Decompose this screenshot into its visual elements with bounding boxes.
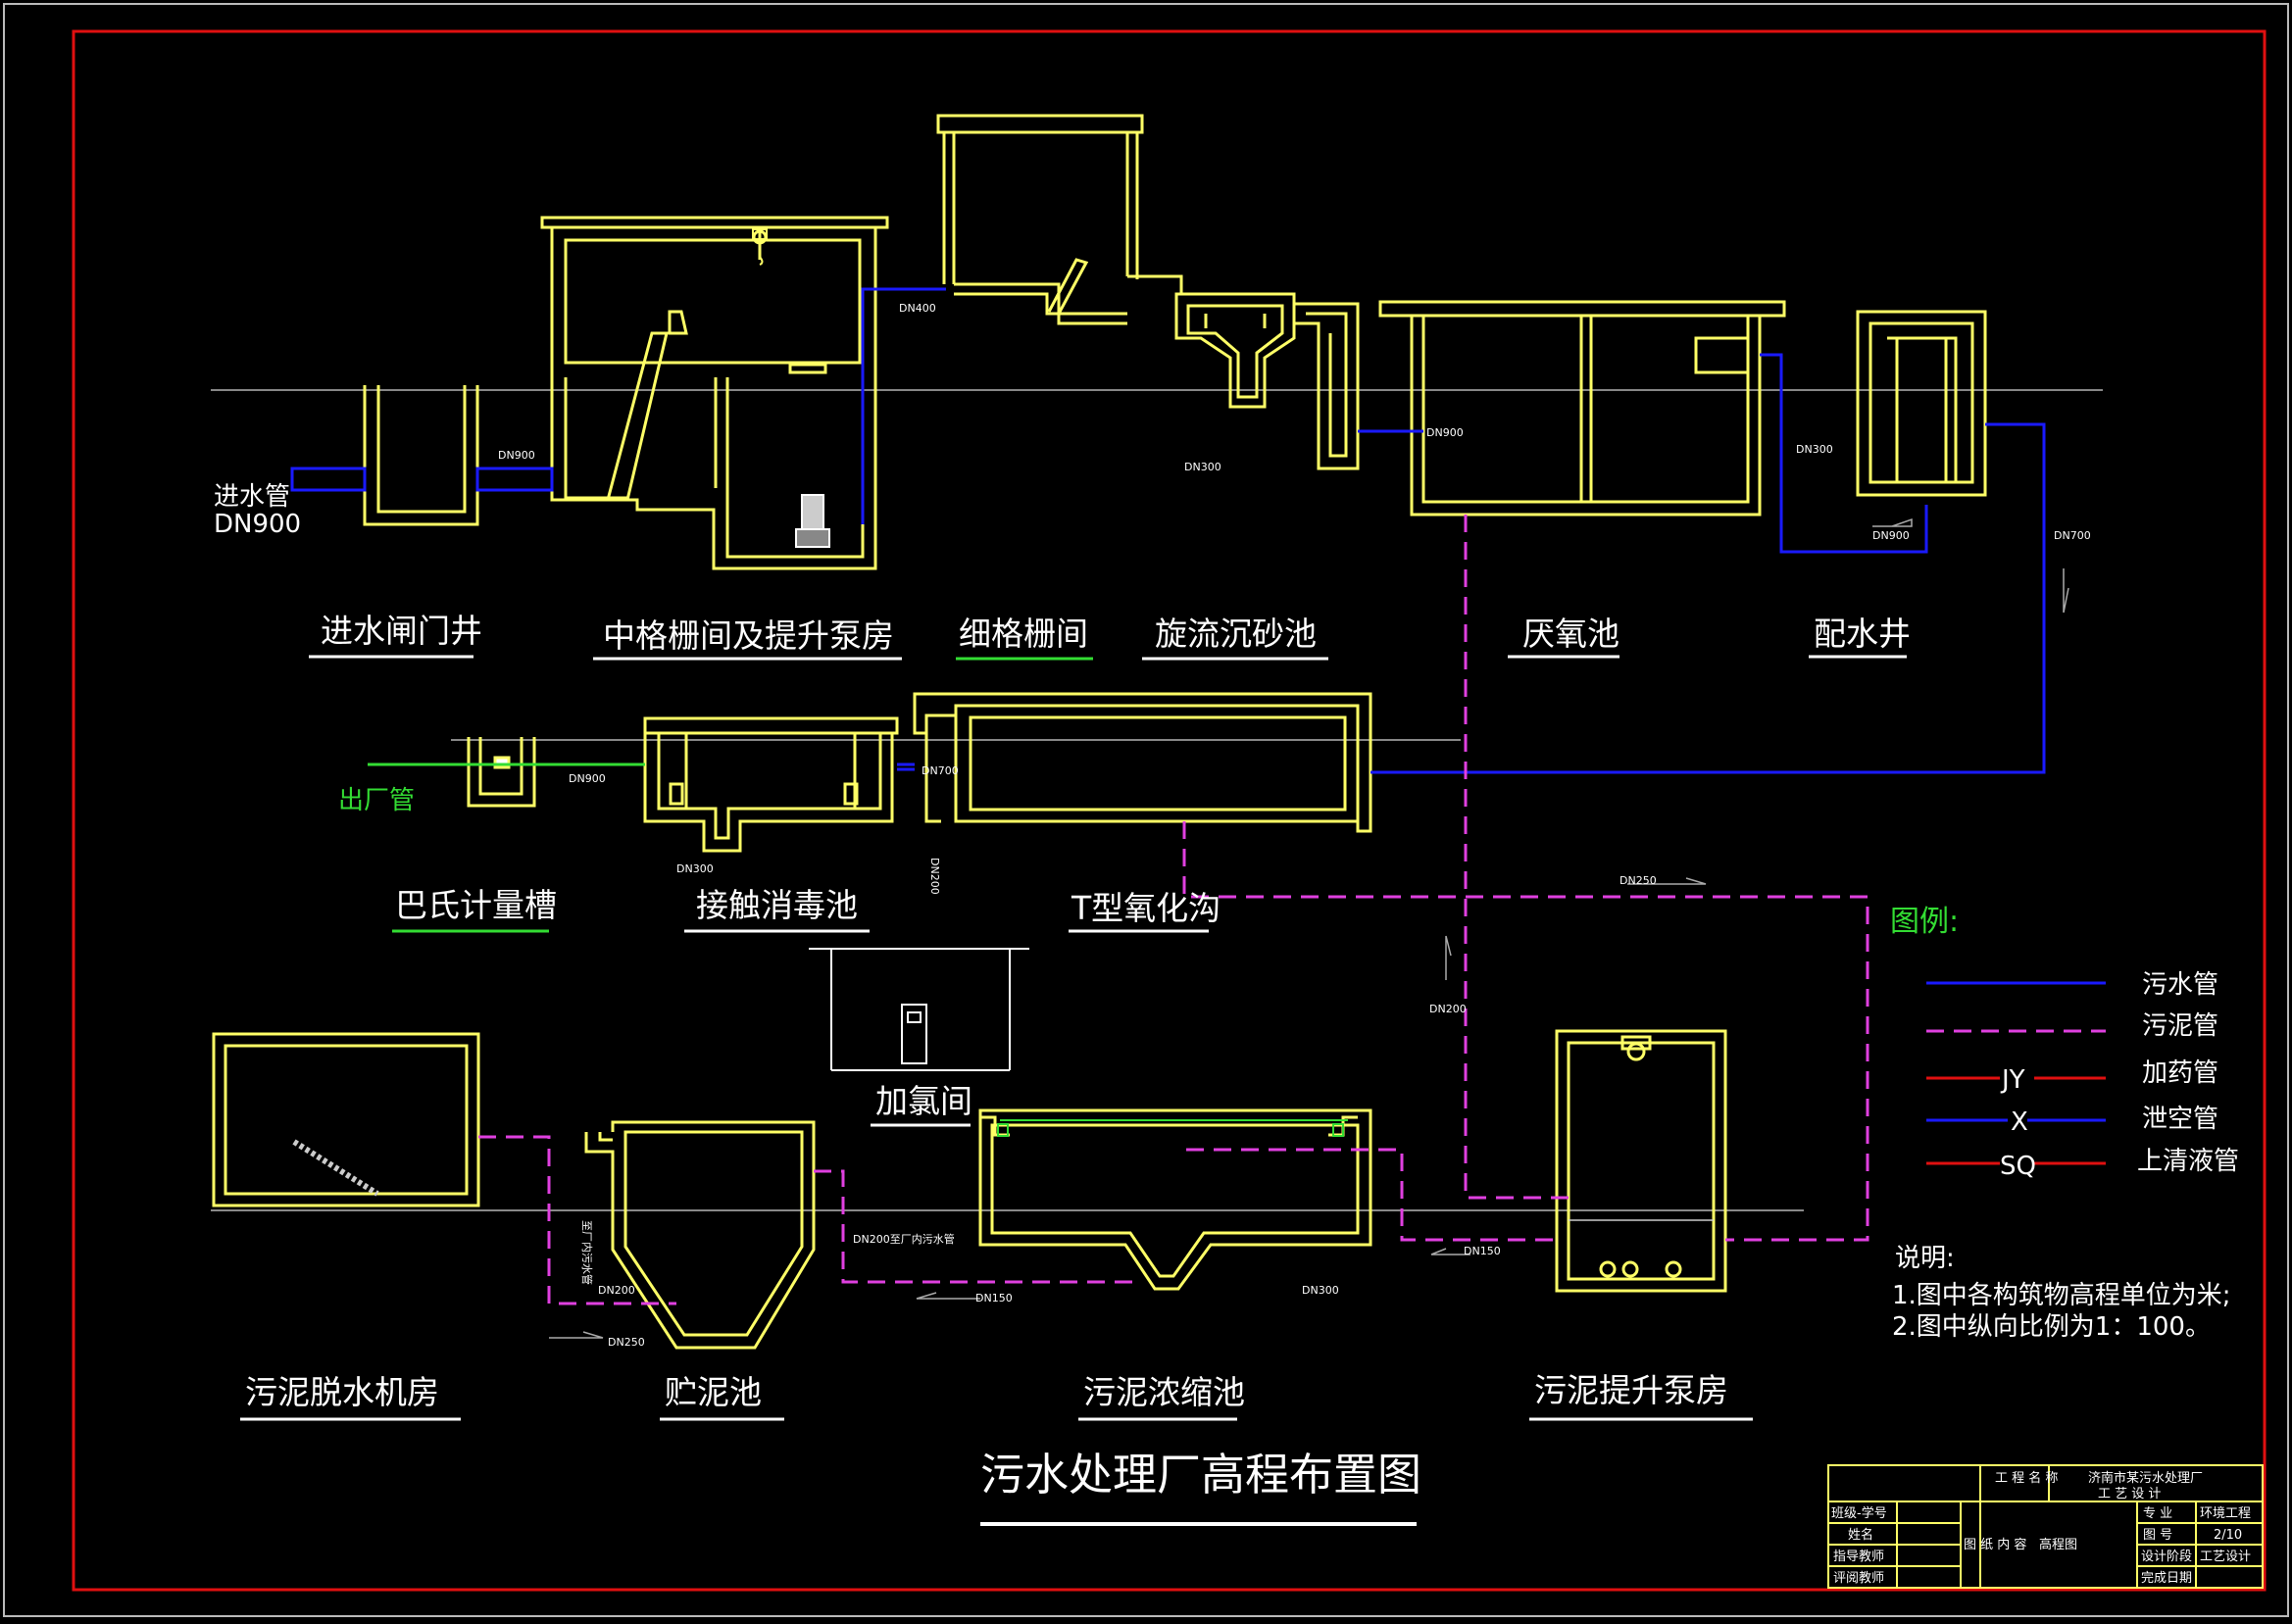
notes-line: 1.图中各构筑物高程单位为米; xyxy=(1892,1281,2231,1310)
pipe-label: DN200 xyxy=(1429,1003,1467,1015)
tb-content-val: 高程图 xyxy=(2039,1537,2077,1552)
flow-arrows xyxy=(549,517,2069,1339)
tb-stage-key: 设计阶段 xyxy=(2141,1550,2192,1564)
tb-content-key: 图 纸 内 容 xyxy=(1964,1537,2026,1552)
tb-major-val: 环境工程 xyxy=(2200,1506,2251,1521)
tb-project-val2: 工 艺 设 计 xyxy=(2098,1487,2161,1501)
label-oxidation: T型氧化沟 xyxy=(1071,889,1221,927)
pipe-label: DN900 xyxy=(1872,529,1910,542)
legend-code: JY xyxy=(2000,1065,2025,1095)
tb-name-key: 姓名 xyxy=(1848,1527,1873,1543)
outlet-label: 出厂管 xyxy=(338,786,415,815)
pipe-label: DN400 xyxy=(899,302,936,315)
label-anaerobic: 厌氧池 xyxy=(1522,615,1619,653)
pipe-label: DN200至厂内污水管 xyxy=(853,1232,955,1246)
pipe-label: DN150 xyxy=(1464,1245,1501,1257)
drawing-title: 污水处理厂高程布置图 xyxy=(980,1449,1421,1501)
label-underlines-green xyxy=(392,657,1093,933)
pipe-label: DN700 xyxy=(922,764,959,777)
label-gate-well: 进水闸门井 xyxy=(321,612,482,650)
drawing-frame xyxy=(72,29,2267,1592)
row3-structures xyxy=(212,1029,1727,1350)
inlet-label-line2: DN900 xyxy=(214,510,301,539)
legend: 污水管 污泥管 JY 加药管 X 泄空管 SQ 上清液管 xyxy=(1926,970,2239,1181)
notes-line: 2.图中纵向比例为1：100。 xyxy=(1892,1312,2211,1342)
pipe-label: DN900 xyxy=(1426,426,1464,439)
pipe-label: DN300 xyxy=(1796,443,1833,456)
pipe-labels: DN900 DN400 DN300 DN900 DN300 DN900 DN70… xyxy=(498,302,2091,1349)
legend-label: 上清液管 xyxy=(2137,1147,2239,1176)
legend-code: SQ xyxy=(2000,1152,2036,1181)
label-fine-screen: 细格栅间 xyxy=(959,615,1088,653)
label-mid-screen: 中格栅间及提升泵房 xyxy=(603,616,894,655)
pipe-label: DN900 xyxy=(498,449,535,462)
label-thickener: 污泥浓缩池 xyxy=(1083,1373,1245,1411)
sludge-pipes xyxy=(478,515,1869,1305)
pipe-label: DN150 xyxy=(975,1292,1013,1304)
tb-date-key: 完成日期 xyxy=(2141,1571,2192,1586)
label-disinfection: 接触消毒池 xyxy=(696,886,858,924)
pipe-label: DN200 xyxy=(598,1284,635,1297)
ground-lines xyxy=(211,389,2103,1211)
legend-label: 污水管 xyxy=(2142,970,2218,1000)
legend-code: X xyxy=(2011,1107,2028,1137)
tb-stage-val: 工艺设计 xyxy=(2200,1550,2251,1564)
notes-title: 说明: xyxy=(1895,1244,1955,1273)
label-underlines xyxy=(240,655,1907,1421)
pump-icon xyxy=(795,494,830,548)
outer-border xyxy=(3,3,2289,1617)
pipe-label: DN700 xyxy=(2054,529,2091,542)
mid-screen-outline xyxy=(550,227,877,570)
pipe-label-vertical: DN200 xyxy=(928,858,941,895)
pipe-label-vertical: 至厂内污水管 xyxy=(580,1220,594,1285)
sewage-pipes xyxy=(290,287,2046,774)
tb-project-key: 工 程 名 称 xyxy=(1995,1470,2058,1486)
row1-structures xyxy=(363,114,1987,570)
label-parshall: 巴氏计量槽 xyxy=(395,886,557,924)
legend-label: 污泥管 xyxy=(2142,1011,2218,1041)
label-storage: 贮泥池 xyxy=(665,1373,762,1411)
chlorine-room xyxy=(809,948,1029,1071)
legend-title: 图例: xyxy=(1890,905,1959,939)
tb-major-key: 专 业 xyxy=(2143,1506,2172,1521)
label-sludge-pump: 污泥提升泵房 xyxy=(1534,1371,1728,1409)
legend-label: 泄空管 xyxy=(2142,1105,2218,1134)
tb-class-key: 班级-学号 xyxy=(1831,1505,1887,1521)
pipe-label: DN300 xyxy=(1184,461,1221,473)
gate-well-outline xyxy=(363,385,479,526)
label-grit: 旋流沉砂池 xyxy=(1155,615,1317,653)
crane-hook-icon xyxy=(752,228,768,266)
label-chlorine: 加氯间 xyxy=(875,1082,972,1120)
tb-drawing-no-key: 图 号 xyxy=(2143,1528,2172,1543)
tb-drawing-no-val: 2/10 xyxy=(2214,1528,2242,1543)
tb-project-val1: 济南市某污水处理厂 xyxy=(2088,1470,2203,1486)
pipe-label: DN900 xyxy=(569,772,606,785)
pipe-label: DN250 xyxy=(608,1336,645,1349)
structure-labels: 进水闸门井 中格栅间及提升泵房 细格栅间 旋流沉砂池 厌氧池 配水井 巴氏计量槽… xyxy=(245,612,1911,1411)
pipe-label: DN300 xyxy=(676,862,714,875)
tb-reviewer-key: 评阅教师 xyxy=(1833,1570,1884,1586)
tb-advisor-key: 指导教师 xyxy=(1833,1549,1884,1564)
legend-label: 加药管 xyxy=(2142,1058,2218,1088)
pipe-label: DN300 xyxy=(1302,1284,1339,1297)
title-block xyxy=(1827,1464,2264,1589)
label-dewater: 污泥脱水机房 xyxy=(245,1373,439,1411)
inlet-label-line1: 进水管 xyxy=(214,482,290,512)
title-block-text: 工 程 名 称 济南市某污水处理厂 工 艺 设 计 班级-学号 姓名 指导教师 … xyxy=(1831,1470,2251,1586)
label-dist-well: 配水井 xyxy=(1814,615,1911,653)
pipe-label: DN250 xyxy=(1619,874,1657,887)
